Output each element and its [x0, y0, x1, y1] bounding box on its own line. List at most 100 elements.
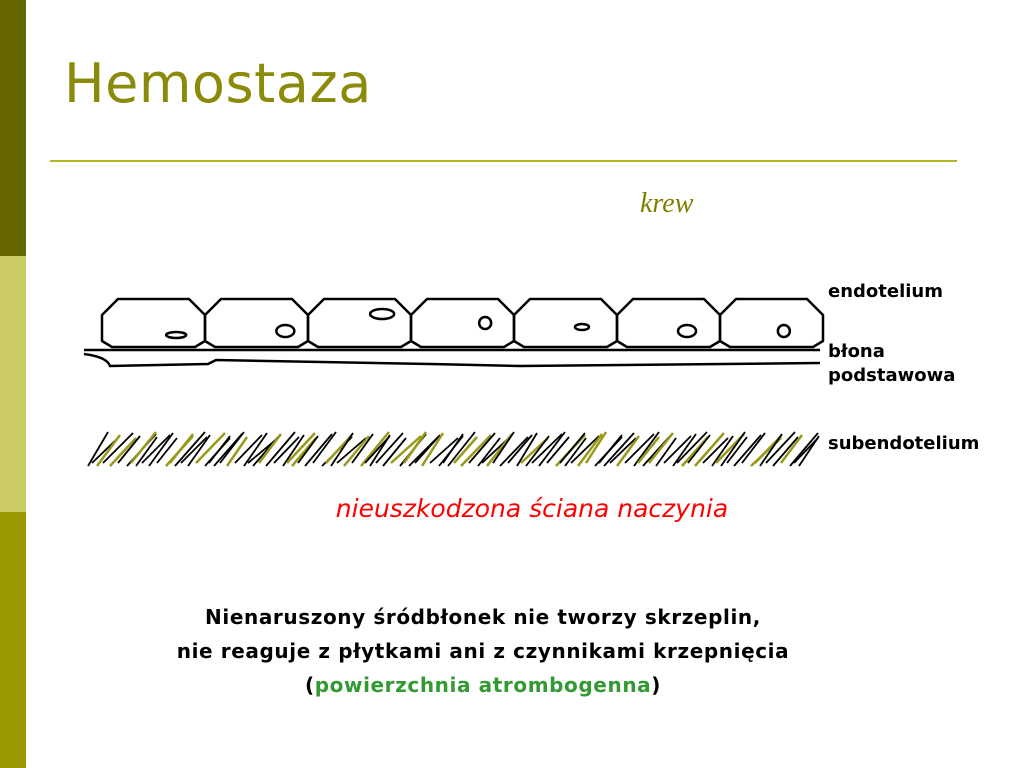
- subendothelium-fiber: [733, 434, 762, 467]
- subendothelium-fiber: [637, 436, 660, 464]
- subendothelium-fiber: [343, 435, 370, 467]
- subendothelium-fiber: [525, 435, 550, 467]
- subendothelium-fiber: [243, 432, 268, 467]
- blood-label: krew: [640, 188, 694, 219]
- subendothelium-fiber: [780, 434, 803, 464]
- subendothelium-fiber: [538, 431, 566, 467]
- subendothelium-fiber: [676, 431, 708, 464]
- subendothelium-label-text: subendotelium: [828, 433, 980, 454]
- subendothelium-fiber: [402, 431, 428, 464]
- subendothelium-fiber: [330, 432, 354, 467]
- basement-membrane-label: błona podstawowa: [828, 340, 955, 388]
- basement-membrane-label-line2: podstawowa: [828, 365, 956, 386]
- subendothelium-fiber: [360, 431, 390, 467]
- subendothelium-fiber: [219, 431, 245, 464]
- subendothelium-fiber: [741, 432, 766, 464]
- cell-nucleus: [275, 323, 296, 339]
- subendothelium-fiber: [109, 437, 137, 467]
- subendothelium-fiber: [390, 435, 422, 464]
- subendothelium-fiber: [336, 437, 367, 464]
- side-bar-top: [0, 0, 26, 256]
- description-block: Nienaruszony śródbłonek nie tworzy skrze…: [0, 600, 966, 702]
- subendothelium-fiber: [447, 431, 476, 467]
- subendothelium-fiber: [531, 433, 563, 464]
- endothelium-label: endotelium: [828, 280, 943, 304]
- subendothelium-fiber: [759, 433, 783, 467]
- subendothelium-fiber: [711, 435, 734, 467]
- atrombogenic-surface-term: powierzchnia atrombogenna: [314, 673, 652, 697]
- endothelium-label-text: endotelium: [828, 281, 943, 302]
- description-line-2: nie reaguje z płytkami ani z czynnikami …: [176, 639, 790, 663]
- subendothelium-fiber: [286, 432, 316, 464]
- title-divider: [50, 160, 957, 162]
- subendothelium-fiber: [584, 431, 608, 464]
- subendothelium-fiber: [312, 431, 337, 464]
- subendothelium-fiber: [486, 433, 513, 467]
- cell-nucleus: [573, 322, 591, 332]
- endothelial-cell: [306, 297, 413, 349]
- membrane-bottom-line: [83, 352, 821, 368]
- subendothelium-fiber: [663, 435, 692, 464]
- paren-open: (: [304, 673, 315, 697]
- side-bar-bottom: [0, 512, 26, 768]
- subendothelium-fiber: [460, 434, 492, 467]
- subendothelium-fiber: [559, 432, 586, 464]
- subendothelium-fiber: [615, 435, 641, 467]
- subendothelium-fiber: [789, 432, 819, 467]
- subendothelium-fiber: [603, 432, 635, 467]
- subendothelium-fiber: [141, 434, 171, 464]
- subendothelium-fiber: [174, 431, 206, 467]
- subendothelium-fiber: [499, 436, 529, 467]
- subendothelium-fiber: [492, 431, 515, 464]
- subendothelium-fiber: [130, 431, 157, 464]
- description-line-1: Nienaruszony śródbłonek nie tworzy skrze…: [205, 605, 761, 629]
- description-line-3: (powierzchnia atrombogenna): [0, 668, 966, 702]
- subendothelium-fiber: [687, 434, 711, 464]
- basement-membrane-label-line1: błona: [828, 341, 885, 362]
- subendothelium-fiber: [87, 431, 109, 467]
- subendothelium-fiber: [273, 436, 300, 464]
- subendothelium-fiber: [225, 436, 249, 467]
- slide-title: Hemostaza: [64, 52, 372, 115]
- subendothelium-fiber: [148, 432, 174, 467]
- subendothelium-fiber: [95, 434, 122, 467]
- endothelial-cell: [409, 297, 516, 349]
- subendothelium-label: subendotelium: [828, 432, 979, 456]
- subendothelium-fiber: [546, 436, 570, 464]
- subendothelium-fiber: [577, 433, 603, 467]
- subendothelium-fiber: [414, 434, 441, 464]
- subendothelium-fiber: [453, 436, 478, 464]
- subendothelium-fiber: [351, 433, 374, 464]
- basement-membrane: [83, 348, 821, 368]
- subendothelium-fiber: [633, 431, 660, 467]
- endothelial-cell: [203, 297, 310, 349]
- subendothelium-fiber: [265, 431, 296, 467]
- subendothelium-fiber: [598, 434, 623, 464]
- paren-close: ): [651, 673, 661, 697]
- subendothelium-fiber: [564, 437, 587, 467]
- cell-nucleus: [776, 323, 792, 339]
- subendothelium-fiber: [765, 431, 796, 464]
- subendothelium-fiber: [655, 437, 677, 467]
- subendothelium-fiber: [672, 433, 697, 467]
- cell-nucleus: [368, 307, 396, 321]
- subendothelium-fiber: [382, 437, 407, 467]
- subendothelium-fibers: [87, 431, 820, 467]
- vessel-wall-caption: nieuszkodzona ściana naczynia: [335, 494, 729, 523]
- side-bar-middle: [0, 256, 26, 512]
- subendothelium-fiber: [702, 437, 729, 464]
- subendothelium-fiber: [720, 431, 746, 467]
- cell-nucleus: [477, 315, 493, 331]
- subendothelium-fiber: [208, 435, 231, 464]
- subendothelium-fiber: [135, 436, 158, 467]
- subendothelium-fiber: [507, 434, 533, 464]
- subendothelium-fiber: [156, 437, 178, 464]
- subendothelium-fiber: [570, 435, 600, 464]
- subendothelium-fiber: [304, 433, 333, 467]
- subendothelium-fiber: [726, 436, 748, 464]
- subendothelium-fiber: [420, 432, 445, 467]
- subendothelium-fiber: [282, 434, 305, 467]
- endothelial-cell: [100, 297, 207, 349]
- cell-nucleus: [676, 323, 698, 339]
- endothelial-cell: [718, 297, 825, 349]
